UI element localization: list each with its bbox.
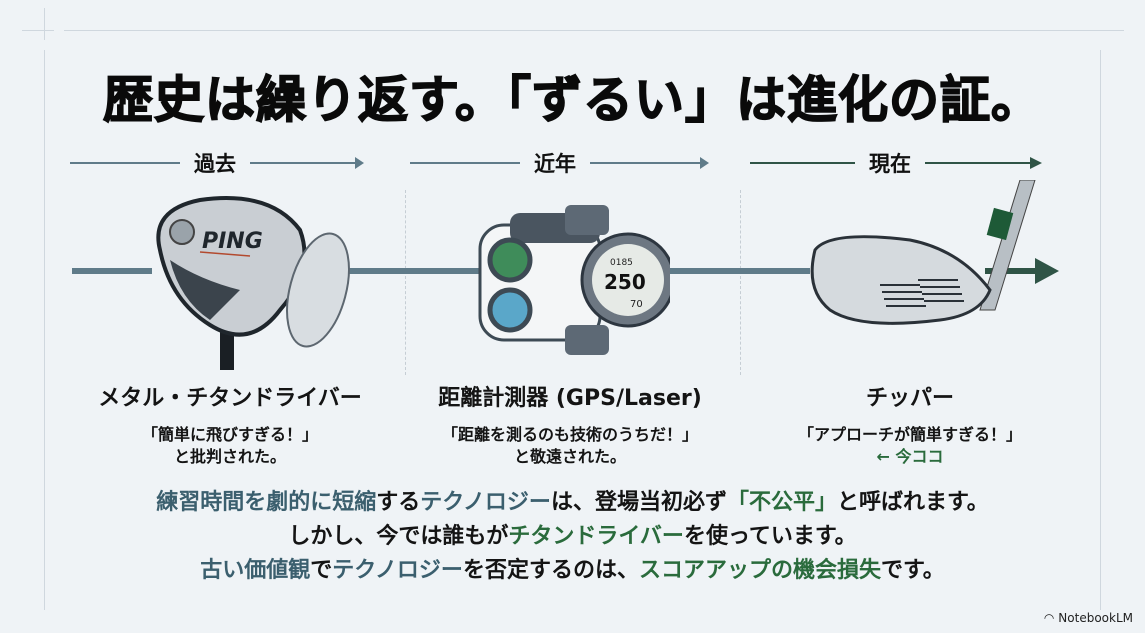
page-title: 歴史は繰り返す。「ずるい」は進化の証。	[102, 70, 1042, 130]
current-marker: ← 今ココ	[876, 447, 944, 466]
summary-line: しかし、今では誰もがチタンドライバーを使っています。	[288, 524, 857, 549]
guide-line	[64, 30, 1124, 31]
item-driver: メタル・チタンドライバー 「簡単に飛びすぎる！」 と批判された。	[80, 380, 380, 468]
era-present: 現在	[750, 148, 1042, 178]
rangefinder-watch-icon: 0185 250 70	[478, 205, 670, 355]
item-quote: 「距離を測るのも技術のうちだ！」	[441, 425, 698, 444]
svg-text:0185: 0185	[610, 258, 633, 268]
era-label: 現在	[869, 152, 911, 176]
summary-line: 練習時間を劇的に短縮するテクノロジーは、登場当初必ず「不公平」と呼ばれます。	[156, 490, 989, 515]
arrow-icon	[355, 157, 364, 169]
arrow-icon	[700, 157, 709, 169]
divider	[740, 190, 741, 375]
timeline	[72, 268, 152, 274]
timeline	[985, 268, 1035, 274]
timeline	[335, 268, 485, 274]
era-label: 近年	[534, 152, 576, 176]
item-quote: 「簡単に飛びすぎる！」	[141, 425, 318, 444]
notebooklm-logo-icon: ◠	[1043, 611, 1055, 625]
summary: 練習時間を劇的に短縮するテクノロジーは、登場当初必ず「不公平」と呼ばれます。 し…	[0, 486, 1145, 588]
timeline	[670, 268, 810, 274]
item-name: チッパー	[865, 386, 954, 411]
item-chipper: チッパー 「アプローチが簡単すぎる！」 ← 今ココ	[760, 380, 1060, 468]
chipper-club-icon	[810, 180, 1036, 325]
item-rangefinder: 距離計測器 (GPS/Laser) 「距離を測るのも技術のうちだ！」 と敬遠され…	[410, 380, 730, 468]
arrow-icon	[1030, 157, 1042, 169]
golf-driver-icon: PING	[156, 196, 350, 370]
guide-line	[22, 30, 54, 31]
era-recent: 近年	[410, 148, 709, 178]
svg-text:250: 250	[604, 270, 646, 294]
divider	[405, 190, 406, 375]
era-label: 過去	[194, 152, 236, 176]
era-past: 過去	[70, 148, 364, 178]
item-quote: と敬遠された。	[513, 447, 626, 466]
item-quote: 「アプローチが簡単すぎる！」	[797, 425, 1022, 444]
guide-line	[44, 50, 45, 610]
item-name: 距離計測器 (GPS/Laser)	[438, 386, 702, 411]
notebooklm-badge: ◠ NotebookLM	[1043, 611, 1133, 625]
item-quote: と批判された。	[173, 447, 286, 466]
summary-line: 古い価値観でテクノロジーを否定するのは、スコアアップの機会損失です。	[200, 558, 945, 583]
guide-line	[44, 8, 45, 40]
guide-line	[1100, 50, 1101, 610]
arrow-icon	[1035, 258, 1059, 284]
svg-text:70: 70	[630, 299, 643, 310]
svg-text:PING: PING	[202, 229, 263, 254]
item-name: メタル・チタンドライバー	[98, 386, 362, 411]
